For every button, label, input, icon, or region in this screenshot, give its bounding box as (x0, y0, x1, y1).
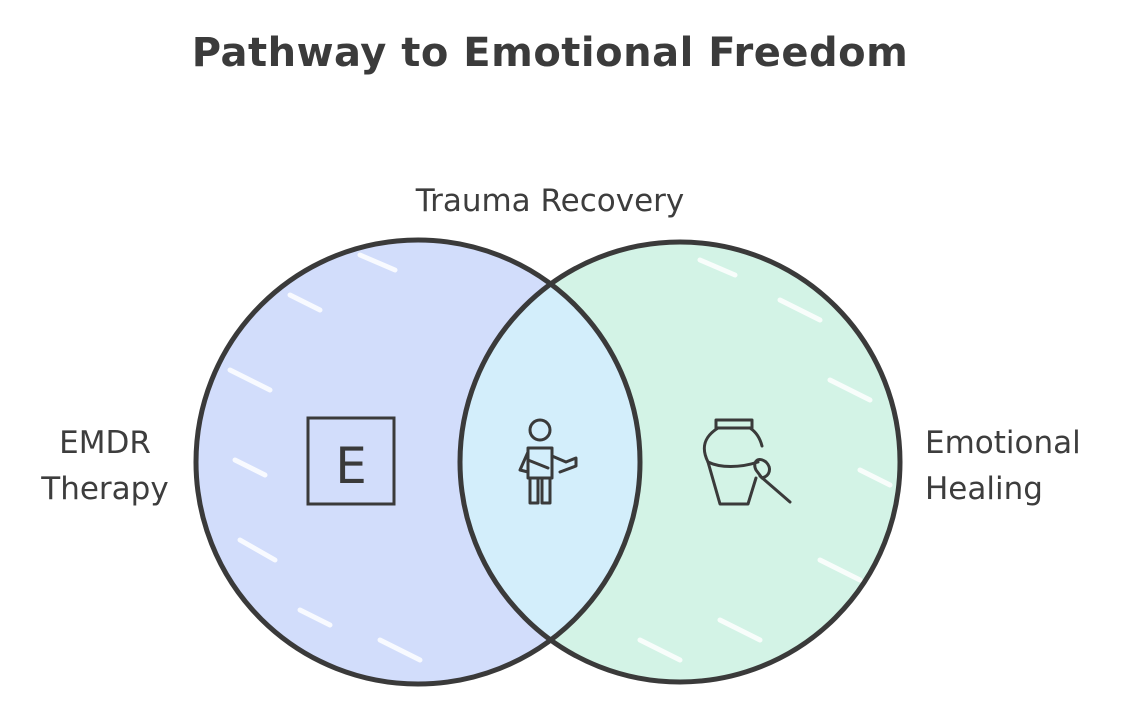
person-icon (518, 418, 578, 505)
left-circle-outline (193, 237, 643, 687)
vase-brush-icon (702, 418, 792, 506)
intersection-label: Trauma Recovery (415, 183, 685, 219)
hatch-texture (227, 252, 893, 663)
right-set-label: Emotional Healing (925, 420, 1135, 512)
left-set-label-line-1: EMDR (59, 425, 151, 461)
right-circle-outline (457, 239, 903, 685)
overlap-region-fill (460, 242, 640, 682)
right-set-label-line-1: Emotional (925, 425, 1081, 461)
left-set-label: EMDR Therapy (20, 420, 190, 512)
right-set-label-line-2: Healing (925, 471, 1043, 507)
letter-e-icon-glyph: E (335, 437, 367, 495)
diagram-title: Pathway to Emotional Freedom (191, 30, 909, 76)
letter-e-icon: E (306, 416, 396, 506)
left-set-label-line-2: Therapy (41, 471, 169, 507)
